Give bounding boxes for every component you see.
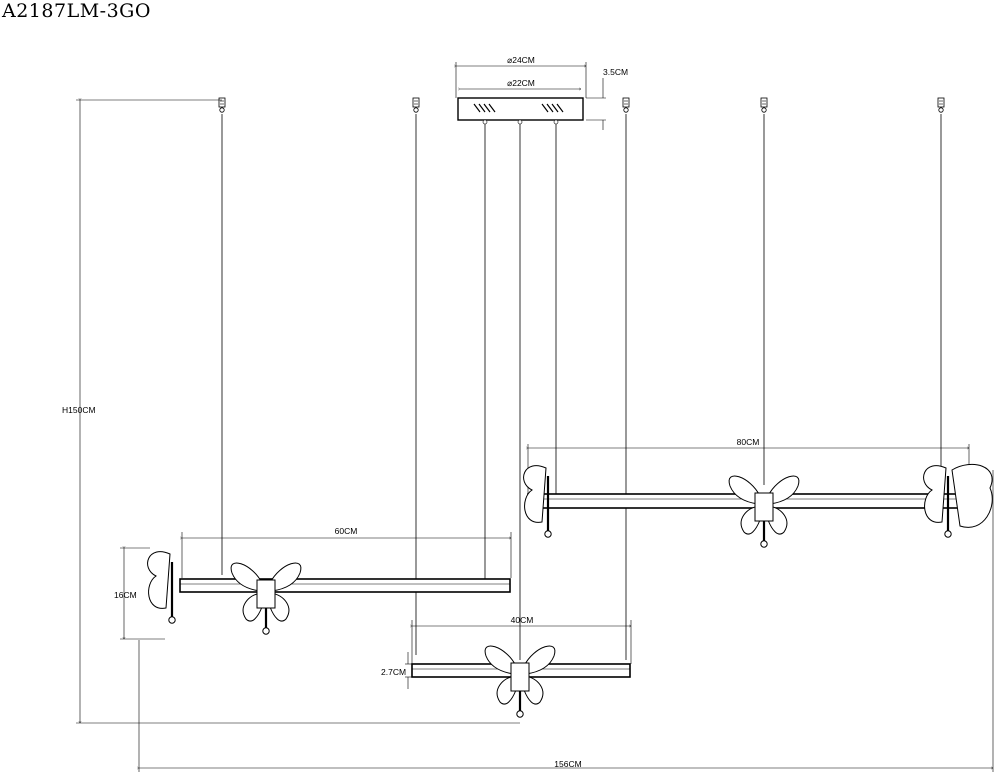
butterfly-height-label: 16CM (114, 590, 137, 600)
right-arm-label: 80CM (737, 437, 760, 447)
ceiling-hook-5 (937, 97, 945, 113)
height-dimension-line (76, 100, 520, 723)
ceiling-hook-2 (412, 97, 420, 113)
left-arm-dimension (182, 532, 511, 578)
butterfly-right-4 (951, 463, 993, 528)
canopy-dimension-lines (456, 62, 606, 130)
suspension-wires (221, 114, 942, 660)
butterfly-left-front (230, 561, 302, 636)
butterfly-left-side (146, 550, 177, 625)
width-label: 156CM (554, 759, 581, 769)
bar-thickness-dimension (405, 652, 412, 689)
canopy-inner-label: ⌀22CM (507, 78, 535, 88)
canopy (457, 97, 584, 125)
ceiling-hook-3 (622, 97, 630, 113)
left-arm (179, 578, 511, 593)
width-dimension-line (139, 470, 993, 772)
canopy-height-label: 3.5CM (603, 67, 628, 77)
butterfly-height-dimension (120, 548, 165, 639)
left-arm-label: 60CM (335, 526, 358, 536)
ceiling-hook-4 (760, 97, 768, 113)
model-number: A2187LM-3GO (2, 0, 151, 22)
bottom-arm-label: 40CM (511, 615, 534, 625)
bottom-arm-dimension (412, 620, 631, 664)
bar-thickness-label: 2.7CM (381, 667, 406, 677)
height-label: H150CM (62, 405, 96, 415)
butterfly-right-3 (922, 464, 953, 539)
butterfly-right-1 (522, 464, 553, 539)
butterfly-right-2 (728, 474, 800, 549)
canopy-outer-label: ⌀24CM (507, 55, 535, 65)
